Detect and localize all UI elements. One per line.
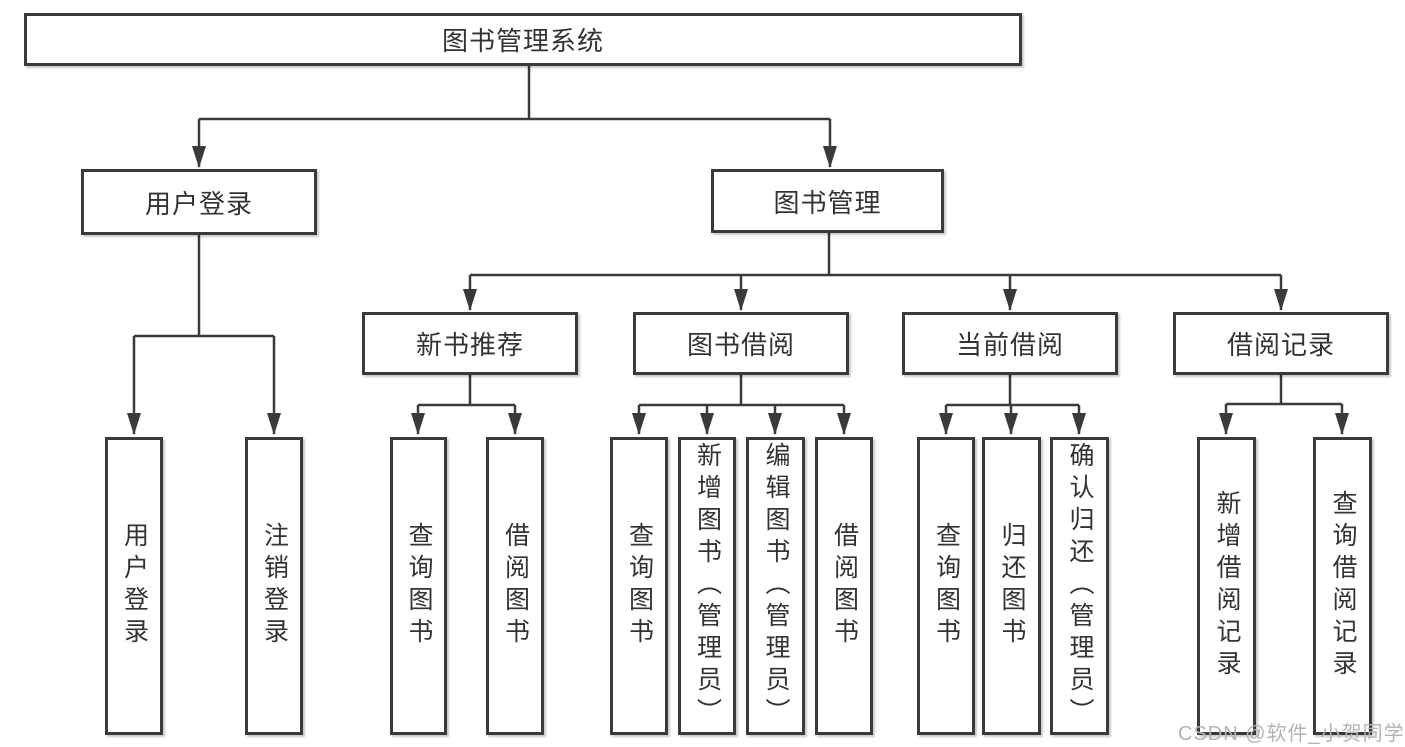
leaf-query-books-borrowing: 查询图书 — [610, 437, 668, 735]
leaf-logout: 注销登录 — [245, 437, 303, 735]
leaf-label: 借阅图书 — [501, 522, 530, 650]
csdn-watermark: CSDN @软件_小贺同学 — [1178, 723, 1405, 745]
leaf-user-login: 用户登录 — [105, 437, 163, 735]
node-label: 新书推荐 — [415, 330, 524, 360]
leaf-borrow-books-borrowing: 借阅图书 — [815, 437, 873, 735]
node-label: 当前借阅 — [955, 330, 1064, 360]
leaf-label: 查询图书 — [932, 522, 961, 650]
connector-root — [192, 66, 837, 168]
leaf-add-books-admin: 新增图书（管理员） — [678, 437, 736, 735]
leaf-add-borrow-record: 新增借阅记录 — [1197, 437, 1256, 735]
connector-user-login — [127, 235, 281, 435]
leaf-edit-books-admin: 编辑图书（管理员） — [746, 437, 805, 735]
leaf-query-borrow-record: 查询借阅记录 — [1313, 437, 1372, 735]
node-label: 图书管理系统 — [441, 26, 604, 56]
leaf-label: 编辑图书（管理员） — [762, 442, 790, 730]
leaf-label: 查询图书 — [625, 522, 654, 650]
node-system-root: 图书管理系统 — [24, 13, 1022, 66]
leaf-label: 新增图书（管理员） — [693, 442, 722, 730]
leaf-label: 查询图书 — [405, 522, 433, 650]
leaf-label: 归还图书 — [998, 522, 1026, 650]
leaf-return-books: 归还图书 — [982, 437, 1041, 735]
node-book-management: 图书管理 — [711, 169, 944, 233]
leaf-label: 用户登录 — [120, 522, 149, 650]
connector-borrowing-records — [1219, 375, 1349, 435]
node-label: 借阅记录 — [1226, 330, 1335, 360]
node-label: 图书管理 — [773, 187, 882, 218]
node-new-book-recommendation: 新书推荐 — [362, 312, 578, 375]
leaf-confirm-return-admin: 确认归还（管理员） — [1050, 437, 1109, 735]
connector-book-management — [463, 233, 1288, 311]
leaf-label: 查询借阅记录 — [1329, 490, 1357, 682]
leaf-label: 确认归还（管理员） — [1066, 442, 1094, 730]
leaf-label: 借阅图书 — [830, 522, 859, 650]
node-book-borrowing: 图书借阅 — [633, 312, 849, 375]
leaf-query-books-current: 查询图书 — [917, 437, 975, 735]
node-borrowing-records: 借阅记录 — [1173, 312, 1389, 375]
node-user-login: 用户登录 — [81, 169, 317, 235]
node-label: 图书借阅 — [686, 330, 795, 360]
connector-book-borrowing — [632, 375, 851, 435]
connector-new-book-recommendation — [411, 375, 522, 435]
leaf-label: 新增借阅记录 — [1213, 490, 1241, 682]
connector-current-borrowing — [939, 375, 1086, 435]
leaf-query-books-recommend: 查询图书 — [390, 437, 447, 735]
leaf-label: 注销登录 — [260, 522, 289, 650]
leaf-borrow-books-recommend: 借阅图书 — [486, 437, 544, 735]
node-label: 用户登录 — [144, 188, 253, 219]
node-current-borrowing: 当前借阅 — [902, 312, 1118, 375]
